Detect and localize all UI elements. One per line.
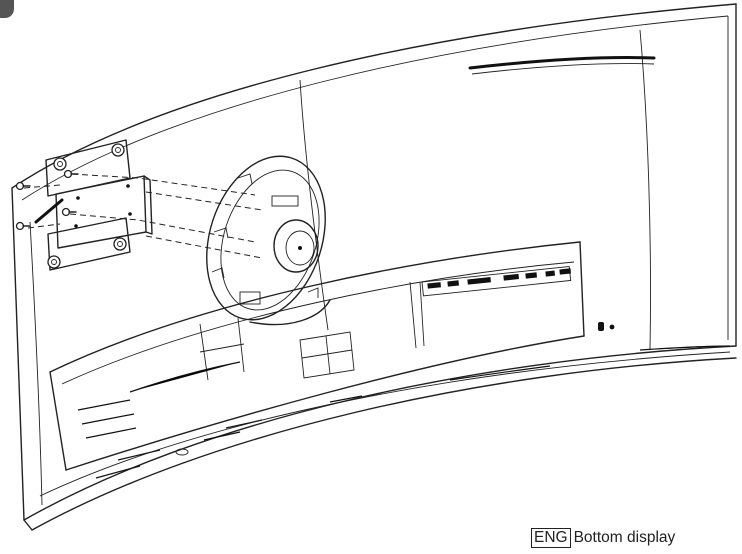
vesa-adapter-plates — [45, 139, 153, 271]
housing-vents — [77, 345, 731, 479]
kensington-lock-slot — [598, 322, 615, 331]
language-code-box: ENG — [531, 528, 571, 548]
monitor-back-outline — [11, 3, 737, 531]
mounting-screws — [15, 169, 79, 231]
caption-text: Bottom display — [573, 529, 676, 546]
alignment-guides — [23, 173, 263, 259]
corner-tab — [0, 0, 14, 18]
rear-housing — [49, 241, 585, 471]
port-strip — [421, 266, 572, 297]
caption: ENG Bottom display — [531, 527, 675, 549]
stand-mount-disc — [206, 155, 331, 326]
top-vent-slot — [468, 56, 656, 75]
bottom-bezel — [39, 351, 731, 497]
